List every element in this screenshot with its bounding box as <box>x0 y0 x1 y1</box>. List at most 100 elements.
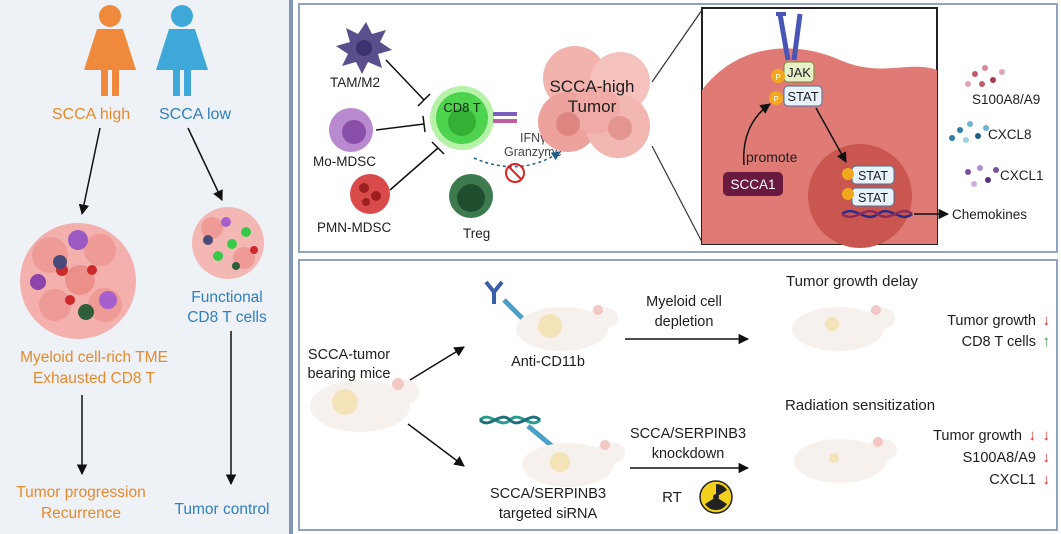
cxcl1-result-label: CXCL1 <box>989 472 1036 488</box>
blocked-icon <box>505 163 525 183</box>
scca-high-tumor-icon <box>538 46 650 158</box>
cd8-t-cell-icon <box>430 86 494 150</box>
mouse-result-2-icon <box>794 437 897 483</box>
jak-label: JAK <box>787 65 811 80</box>
mo-mdsc-label: Mo-MDSC <box>313 154 376 169</box>
scca1-label: SCCA1 <box>730 177 775 192</box>
scca-high-label: SCCA high <box>52 106 130 123</box>
ifn-label: IFNγ <box>520 131 547 145</box>
cxcl8-dots-icon <box>949 121 989 143</box>
stat-box <box>783 85 823 107</box>
tumor-control-label: Tumor control <box>174 501 269 518</box>
s100-result-label: S100A8/A9 <box>963 450 1036 466</box>
syringe-icon <box>526 424 554 448</box>
knockdown-line1: SCCA/SERPINB3 <box>630 426 746 442</box>
chemokines-label: Chemokines <box>952 207 1027 222</box>
progression-line1: Tumor progression <box>16 484 146 501</box>
pmn-mdsc-icon <box>350 174 390 214</box>
woman-orange-icon <box>84 5 136 96</box>
woman-blue-icon <box>156 5 208 96</box>
stat-label: STAT <box>787 89 818 104</box>
mice-line2: bearing mice <box>307 366 390 382</box>
s100-dots-icon <box>965 65 1005 87</box>
down-arrow: ↓ <box>1043 449 1051 466</box>
promote-label: promote <box>746 149 798 165</box>
tumor-growth-label: Tumor growth <box>947 313 1036 329</box>
cd8-cells-label: CD8 T cells <box>962 334 1036 350</box>
nuclear-stat-label: STAT <box>858 169 888 183</box>
radiation-title: Radiation sensitization <box>785 397 935 414</box>
phospho-icon <box>771 69 785 83</box>
pmn-mdsc-label: PMN-MDSC <box>317 220 391 235</box>
treg-cell-icon <box>449 174 493 218</box>
mouse-base-icon <box>310 378 420 432</box>
mo-mdsc-icon <box>329 108 373 152</box>
arrow-to-sirna <box>407 423 465 467</box>
arrow-high-to-tme <box>78 127 101 216</box>
functional-tumor-icon <box>192 207 264 279</box>
cxcl1-label: CXCL1 <box>1000 168 1044 183</box>
down-arrow: ↓ <box>1043 471 1051 488</box>
zoom-line-top <box>651 9 703 83</box>
mouse-anti-cd11b-icon <box>516 305 618 351</box>
phospho-label: P <box>773 95 778 104</box>
cytokine-receptor-icon <box>776 12 803 61</box>
tumor-growth-label-2: Tumor growth <box>933 428 1022 444</box>
experiment-panel <box>298 259 1058 531</box>
inhibition-lines <box>375 59 445 191</box>
phospho-icon <box>842 188 854 200</box>
tam-label: TAM/M2 <box>330 75 380 90</box>
rt-label: RT <box>662 489 682 506</box>
dna-strand <box>841 209 913 219</box>
functional-line1: Functional <box>191 289 263 306</box>
growth-delay-title: Tumor growth delay <box>786 273 918 290</box>
tme-line2: Exhausted CD8 T <box>33 370 156 387</box>
down-arrow: ↓ <box>1043 427 1051 444</box>
radiation-icon <box>699 480 733 514</box>
arrow-low-to-functional <box>187 127 223 201</box>
scca-low-label: SCCA low <box>159 106 231 123</box>
up-arrow: ↑ <box>1043 333 1051 350</box>
mouse-result-1-icon <box>792 305 895 351</box>
mouse-sirna-icon <box>522 440 625 487</box>
translocation-arrow <box>815 107 847 163</box>
sirna-line2: targeted siRNA <box>499 506 598 522</box>
treg-label: Treg <box>463 226 490 241</box>
cxcl1-dots-icon <box>965 165 999 187</box>
phospho-icon <box>769 91 783 105</box>
arrow-to-anti-cd11b <box>409 346 465 381</box>
phospho-icon <box>842 168 854 180</box>
s100-label: S100A8/A9 <box>972 92 1040 107</box>
nuclear-stat-label: STAT <box>858 191 888 205</box>
tumor-line2: Tumor <box>568 97 617 116</box>
tam-cell-icon <box>336 22 392 74</box>
sirna-helix-icon <box>478 415 542 425</box>
phospho-label: P <box>775 73 780 82</box>
down-arrow: ↓ <box>1043 312 1051 329</box>
cytotoxic-arrow <box>473 151 561 168</box>
antibody-icon <box>484 280 504 304</box>
sirna-line1: SCCA/SERPINB3 <box>490 486 606 502</box>
mice-line1: SCCA-tumor <box>308 347 390 363</box>
knockdown-line2: knockdown <box>652 446 725 462</box>
jak-box <box>783 61 815 83</box>
tcr-receptor-icon <box>493 112 517 123</box>
promote-arrow <box>742 103 771 166</box>
myeloid-line2: depletion <box>655 314 714 330</box>
down-arrow: ↓ <box>1029 427 1037 444</box>
progression-line2: Recurrence <box>41 505 121 522</box>
myeloid-rich-tumor-icon <box>20 223 136 339</box>
functional-line2: CD8 T cells <box>187 309 267 326</box>
panel-divider <box>289 0 293 534</box>
cd8-label: CD8 T <box>443 100 480 115</box>
zoom-line-bottom <box>651 145 703 243</box>
tme-line1: Myeloid cell-rich TME <box>20 349 168 366</box>
scca1-badge <box>723 172 783 196</box>
granzyme-label: Granzyme <box>504 145 562 159</box>
myeloid-line1: Myeloid cell <box>646 294 722 310</box>
anti-cd11b-label: Anti-CD11b <box>511 354 585 370</box>
cxcl8-label: CXCL8 <box>988 127 1032 142</box>
tumor-line1: SCCA-high <box>549 77 634 96</box>
